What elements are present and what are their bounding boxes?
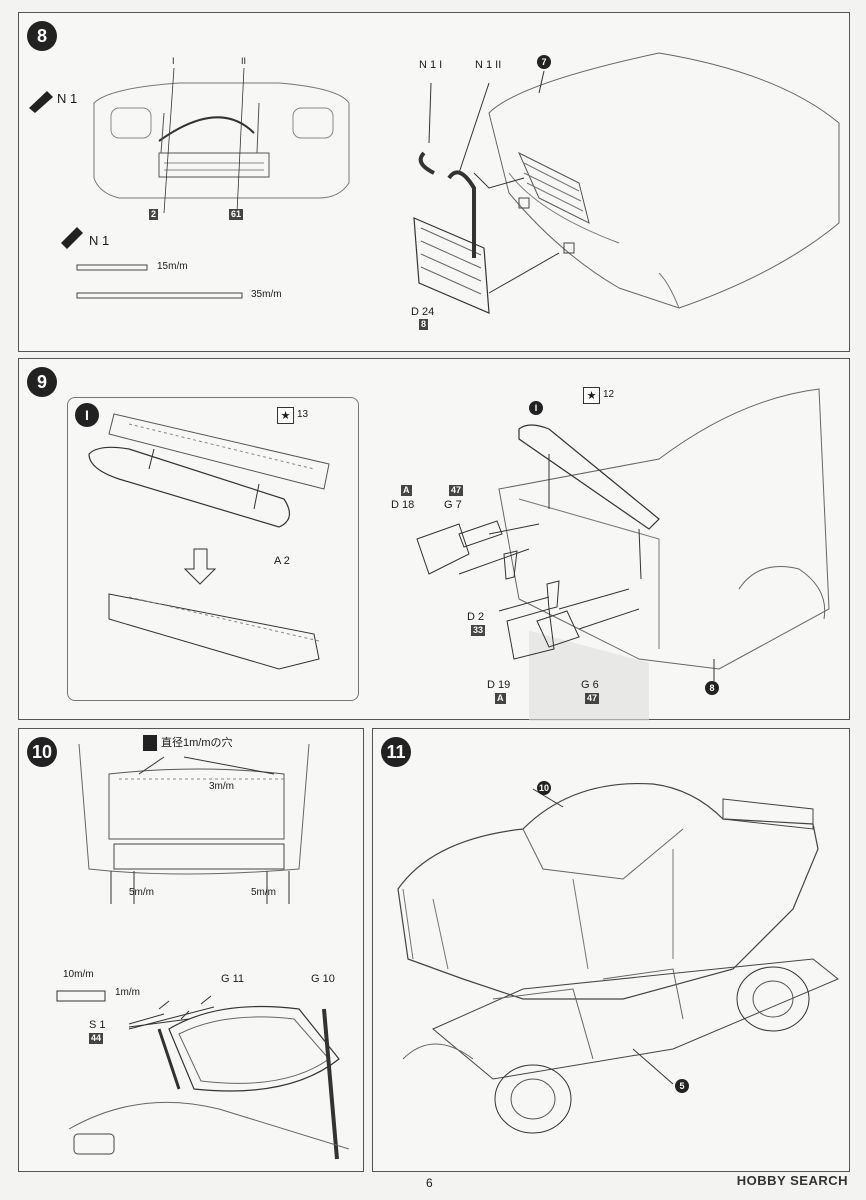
step-10-panel: 10 直径1m/mの穴 3m/m 5m/m 5m/m 10m/m 1m/m G … [18, 728, 364, 1172]
step-8-panel: 8 N 1 N 1 I II 2 61 15m/m 35m/m N 1 I N … [18, 12, 850, 352]
step-number: 11 [386, 741, 406, 762]
ref-7-badge: 7 [537, 55, 551, 69]
decal-star-13: ★ [277, 407, 294, 424]
decal-12-label: 12 [603, 389, 615, 400]
step-9-illustration [88, 388, 830, 721]
d2-label: D 2 [467, 611, 485, 623]
ref-8-badge: 8 [705, 681, 719, 695]
sub-i-ref-badge: I [529, 401, 543, 415]
step-8-illustration [29, 52, 840, 314]
ref-8: 8 [709, 683, 715, 693]
box-47-b: 47 [585, 693, 600, 704]
box-33: 33 [471, 625, 486, 636]
sub-i-ref: I [534, 403, 538, 413]
page-number: 6 [426, 1176, 433, 1190]
paint-code-n1-b: N 1 [89, 233, 110, 248]
dim-5mm-a: 5m/m [129, 887, 154, 898]
subassembly-i-frame [67, 397, 359, 701]
step-11-illustration [397, 782, 839, 1134]
g6-label: G 6 [581, 679, 599, 691]
d24-label: D 24 [411, 306, 435, 318]
ref-5-badge: 5 [675, 1079, 689, 1093]
d18-label: D 18 [391, 499, 415, 511]
box-a-1: A [401, 485, 412, 496]
decal-star-12: ★ [583, 387, 600, 404]
dim-3mm: 3m/m [209, 781, 234, 792]
step-number: 10 [31, 741, 53, 762]
ref-5: 5 [679, 1081, 685, 1091]
length-15: 15m/m [157, 261, 188, 272]
n1-i-label: N 1 I [419, 59, 443, 71]
step-9-panel: 9 I ★ 13 A 2 I ★ 12 A 47 D 18 G 7 D 2 33… [18, 358, 850, 721]
g10-label: G 10 [311, 973, 335, 985]
g11-label: G 11 [221, 973, 245, 985]
box-47-a: 47 [449, 485, 464, 496]
watermark: HOBBY SEARCH [736, 1173, 848, 1188]
ref-10: 10 [538, 783, 549, 793]
dim-5mm-b: 5m/m [251, 887, 276, 898]
drill-icon [143, 735, 157, 751]
dim-1mm: 1m/m [115, 987, 140, 998]
step-11-badge: 11 [381, 737, 411, 767]
hole-note: 直径1m/mの穴 [161, 737, 233, 749]
part-61-box: 61 [229, 209, 244, 220]
dim-10mm: 10m/m [63, 969, 94, 980]
a2-label: A 2 [274, 555, 290, 567]
s1-label: S 1 [89, 1019, 106, 1031]
subassembly-i-badge: I [75, 403, 99, 427]
step-9-badge: 9 [27, 367, 57, 397]
sub-i-label: I [85, 407, 89, 423]
decal-13-label: 13 [297, 409, 309, 420]
roman-i-label: I [172, 56, 175, 66]
step-number: 9 [36, 371, 47, 392]
box-44: 44 [89, 1033, 104, 1044]
d19-label: D 19 [487, 679, 511, 691]
n1-ii-label: N 1 II [475, 59, 502, 71]
step-8-badge: 8 [27, 21, 57, 51]
ref-7: 7 [541, 57, 547, 67]
part-2-box: 2 [149, 209, 159, 220]
step-10-badge: 10 [27, 737, 57, 767]
box-8: 8 [419, 319, 429, 330]
box-a-2: A [495, 693, 506, 704]
paint-code-n1-a: N 1 [57, 91, 78, 106]
roman-ii-label: II [241, 56, 247, 66]
length-35: 35m/m [251, 289, 282, 300]
step-10-illustration [56, 743, 350, 1160]
step-11-panel: 11 10 5 [372, 728, 850, 1172]
ref-10-badge: 10 [537, 781, 551, 795]
step-number: 8 [36, 25, 47, 46]
g7-label: G 7 [444, 499, 462, 511]
